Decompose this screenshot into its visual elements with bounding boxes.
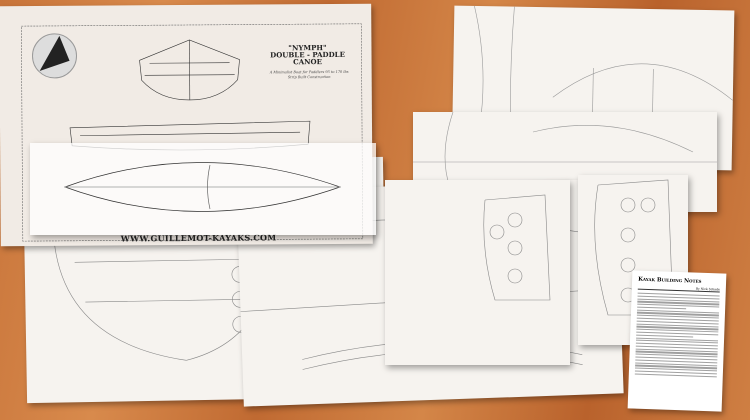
nymph-canoe-plan-sheet: "NYMPH" DOUBLE - PADDLE CANOE A Minimali… (0, 3, 373, 247)
canoe-top-view-overlay (30, 143, 376, 235)
plan-title: "NYMPH" DOUBLE - PADDLE CANOE (257, 43, 357, 66)
subtitle-line-2: Strip Built Construction (287, 74, 331, 80)
plan-sheet-center-forms (385, 180, 570, 365)
notes-author: By Nick Schade (637, 284, 720, 293)
plan-subtitle: A Minimalist Boat for Paddlers 95 to 170… (262, 70, 357, 81)
kayak-building-notes-sheet: Kayak Building Notes By Nick Schade (627, 270, 727, 412)
notes-body-text (634, 292, 720, 378)
guillemot-logo-icon (32, 33, 78, 79)
